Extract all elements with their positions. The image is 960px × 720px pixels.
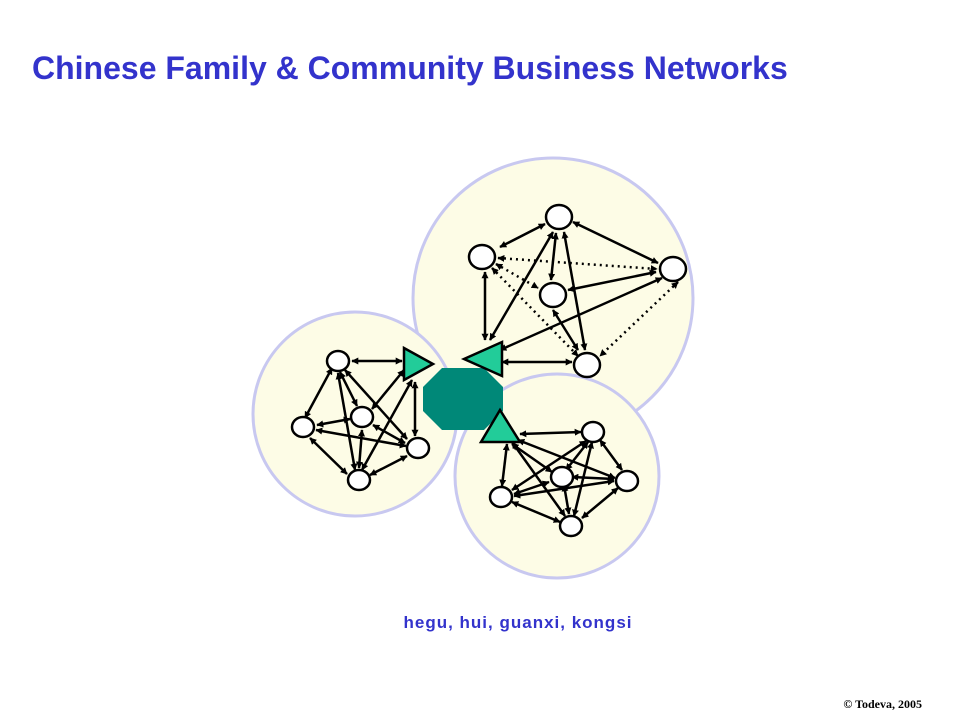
bottom-community-nodes xyxy=(488,420,640,538)
edge xyxy=(491,267,579,357)
bottom-community-edges xyxy=(499,428,624,524)
top-community-nodes xyxy=(467,203,688,379)
top-gateway-triangle xyxy=(460,340,504,378)
bottom-gateway-triangle xyxy=(478,407,523,444)
network-node xyxy=(580,420,606,444)
left-community-nodes xyxy=(290,349,431,492)
network-node xyxy=(346,468,372,492)
network-node xyxy=(290,415,316,439)
edge xyxy=(303,367,334,419)
edge xyxy=(356,429,365,469)
network-node xyxy=(488,485,514,509)
central-hub-octagon xyxy=(423,368,503,430)
caption-terms: hegu, hui, guanxi, kongsi xyxy=(403,613,633,632)
edge xyxy=(598,439,624,471)
top-community-dotted-edges xyxy=(491,254,679,357)
edge xyxy=(372,423,406,445)
edge xyxy=(309,437,348,475)
left-gateway-triangle xyxy=(402,345,436,383)
network-node xyxy=(614,469,640,493)
edge xyxy=(571,473,615,483)
network-node xyxy=(549,465,575,489)
network-node xyxy=(558,514,584,538)
copyright-notice: © Todeva, 2005 xyxy=(843,697,922,711)
network-node xyxy=(538,281,568,309)
edge xyxy=(499,443,510,487)
network-node xyxy=(405,436,431,460)
edge xyxy=(316,416,351,428)
left-community-edges xyxy=(303,357,419,477)
edge xyxy=(369,454,408,477)
edge xyxy=(561,484,572,515)
network-node xyxy=(572,351,602,379)
network-node xyxy=(467,243,497,271)
page-title: Chinese Family & Community Business Netw… xyxy=(32,50,788,86)
network-node xyxy=(325,349,351,373)
edge xyxy=(497,254,658,273)
network-node xyxy=(658,255,688,283)
network-node xyxy=(349,405,375,429)
network-node xyxy=(544,203,574,231)
edge xyxy=(581,487,619,519)
edge xyxy=(511,500,561,524)
edge xyxy=(519,428,582,438)
